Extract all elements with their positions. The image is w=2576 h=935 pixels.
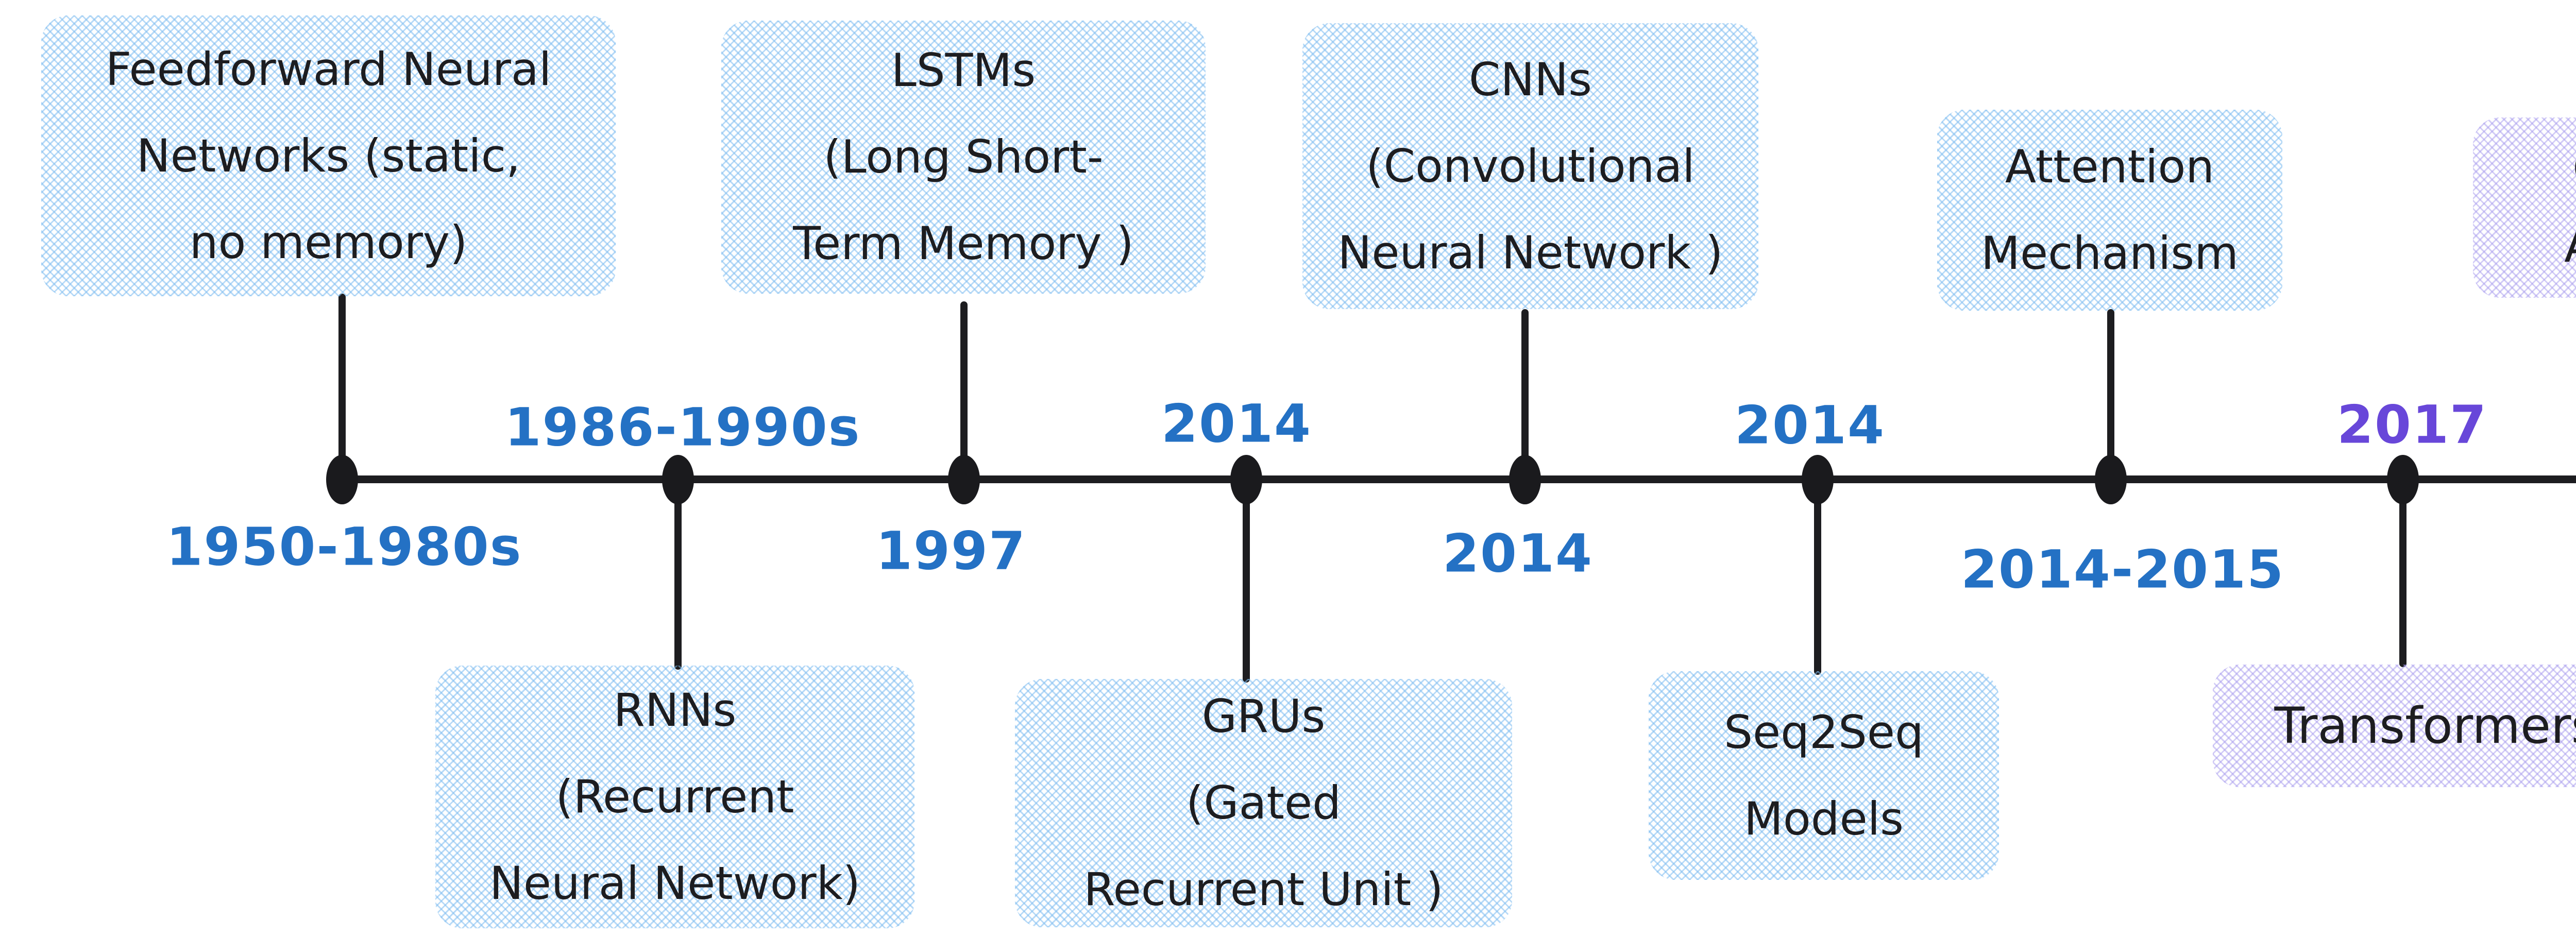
timeline-dot-2017 [2387, 455, 2419, 504]
box-text-line: (Long Short- [823, 130, 1104, 183]
box-text-line: GPT, BERT, [2572, 130, 2576, 208]
event-box-gpt-bert: GPT, BERT, AlphaFold... [2473, 117, 2576, 298]
year-label-2014-grus: 2014 [1161, 393, 1312, 455]
timeline-dot-2014-seq2seq [1802, 455, 1834, 504]
year-label-1986-1990s: 1986-1990s [504, 397, 861, 458]
timeline-dot-1986-1990s [662, 455, 694, 504]
box-text-line: Term Memory ) [793, 217, 1134, 270]
box-text-line: Networks (static, [136, 129, 521, 182]
box-text-line: Recurrent Unit ) [1083, 863, 1444, 916]
timeline-dot-2014-grus [1230, 455, 1262, 504]
box-text-line: Neural Network) [489, 857, 861, 910]
box-text-line: no memory) [189, 215, 468, 269]
box-text-line: GRUs [1201, 690, 1326, 743]
connector-attention [2107, 309, 2114, 482]
timeline-dot-2014-cnns [1509, 455, 1541, 504]
box-text-line: Feedforward Neural [105, 42, 552, 96]
box-text-line: Mechanism [1981, 227, 2239, 280]
box-text-line: CNNs [1469, 53, 1592, 106]
box-text-line: Neural Network ) [1337, 226, 1723, 279]
event-box-seq2seq: Seq2Seq Models [1649, 671, 1999, 880]
event-box-transformers: Transformers [2213, 665, 2576, 787]
timeline-dot-1997 [948, 455, 980, 504]
connector-lstms [960, 301, 968, 482]
box-text-line: LSTMs [891, 44, 1036, 97]
year-label-2014-seq2seq: 2014 [1735, 395, 1885, 456]
box-text-line: (Gated [1186, 776, 1341, 829]
connector-grus [1243, 477, 1250, 683]
box-text-line: AlphaFold... [2564, 208, 2576, 285]
connector-seq2seq [1814, 477, 1821, 675]
year-label-1997: 1997 [876, 520, 1026, 582]
year-label-2014-2015: 2014-2015 [1960, 539, 2285, 601]
box-text-line: Seq2Seq [1724, 705, 1924, 759]
connector-rnns [674, 477, 682, 670]
event-box-rnns: RNNs (Recurrent Neural Network) [435, 666, 914, 928]
box-text-line: Transformers [2274, 697, 2576, 755]
box-text-line: (Recurrent [555, 770, 794, 823]
event-box-attention: Attention Mechanism [1937, 110, 2282, 311]
connector-transformers [2399, 477, 2406, 667]
year-label-2014-cnns: 2014 [1443, 523, 1593, 585]
timeline-dot-1950-1980s [326, 455, 358, 504]
year-label-1950-1980s: 1950-1980s [166, 516, 522, 578]
event-box-feedforward: Feedforward Neural Networks (static, no … [41, 15, 616, 296]
event-box-cnns: CNNs (Convolutional Neural Network ) [1302, 23, 1758, 309]
year-label-2017: 2017 [2337, 394, 2487, 456]
connector-feedforward [338, 294, 346, 482]
box-text-line: Attention [2005, 140, 2215, 193]
event-box-grus: GRUs (Gated Recurrent Unit ) [1015, 679, 1512, 927]
connector-cnns [1521, 309, 1529, 482]
timeline-dot-2014-2015 [2095, 455, 2127, 504]
box-text-line: RNNs [613, 684, 737, 737]
box-text-line: (Convolutional [1366, 139, 1695, 193]
box-text-line: Models [1743, 792, 1904, 845]
event-box-lstms: LSTMs (Long Short- Term Memory ) [721, 21, 1206, 294]
timeline-axis [342, 475, 2576, 483]
